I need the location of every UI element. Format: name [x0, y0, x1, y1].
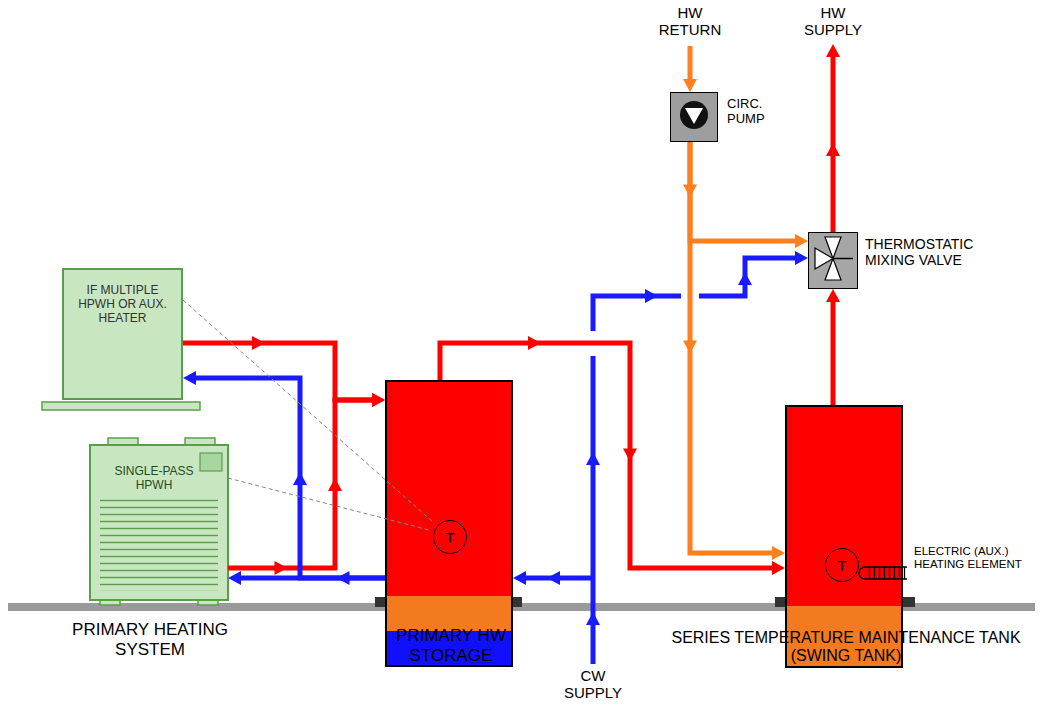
pipe-connector [683, 142, 808, 248]
valve-port [825, 237, 841, 259]
pipe [690, 142, 775, 553]
mixing-valve: THERMOSTATIC MIXING VALVE [808, 232, 858, 289]
arrow-head [372, 393, 385, 407]
pipe-connector [228, 393, 385, 575]
hpwh-fins [100, 497, 218, 591]
arrow-head [795, 234, 808, 248]
arrow-head [228, 571, 241, 585]
element-tip [859, 567, 865, 579]
pipe [193, 378, 385, 578]
swing-tank: SERIES TEMPERATURE MAINTENANCE TANK (SWI… [785, 405, 903, 668]
pipe-connector [683, 142, 785, 560]
pipe-label: HW SUPPLY [793, 4, 873, 39]
arrow-head [183, 371, 196, 385]
arrow-head [772, 546, 785, 560]
flow-arrow [513, 571, 526, 585]
arrow-head [328, 478, 342, 491]
arrow-head [683, 185, 697, 198]
pipe-connector [183, 371, 385, 585]
aux-heater-box: IF MULTIPLE HPWH OR AUX. HEATER [62, 268, 183, 400]
pump-triangle [685, 108, 703, 124]
circulation-pump: CIRC. PUMP [670, 92, 718, 142]
leader-line [228, 478, 429, 530]
arrow-head [623, 449, 637, 462]
flow-arrow [586, 612, 600, 625]
leader-line [183, 300, 434, 523]
hpwh-panel [200, 453, 222, 471]
element-rod [865, 578, 907, 579]
node-text: T [837, 558, 846, 573]
node-text: IF MULTIPLE HPWH OR AUX. HEATER [72, 284, 173, 325]
pipe-connector [826, 289, 840, 405]
cold-water-pipe [523, 258, 798, 664]
component-label: ELECTRIC (AUX.) HEATING ELEMENT [914, 545, 1036, 571]
flow-arrow [683, 79, 697, 92]
arrow-head [683, 341, 697, 354]
pipe [831, 299, 836, 405]
node-caption: PRIMARY HW STORAGE [371, 626, 531, 665]
node-caption: SERIES TEMPERATURE MAINTENANCE TANK (SWI… [659, 629, 1033, 666]
pipe [690, 142, 798, 241]
flow-arrow [547, 571, 560, 585]
hpwh-body [90, 445, 228, 600]
arrow-head [275, 561, 288, 575]
node-caption: CIRC. PUMP [727, 97, 777, 127]
pipe [183, 343, 375, 400]
flow-arrow [826, 44, 840, 57]
pipe-label: CW SUPPLY [553, 667, 633, 702]
arrow-head [252, 336, 265, 350]
hw-return-pipe [688, 46, 693, 82]
heater-base-plate [42, 402, 200, 410]
storage-tank: PRIMARY HW STORAGET [385, 380, 513, 667]
flow-arrow [738, 272, 752, 285]
pipe-label: HW RETURN [650, 4, 730, 39]
temperature-sensor: T [433, 520, 467, 554]
pump-impeller [680, 101, 708, 129]
flow-arrow [586, 452, 600, 465]
flow-arrow [645, 289, 658, 303]
heat-pump-unit: SINGLE-PASS HPWH [90, 445, 228, 600]
node-text: SINGLE-PASS HPWH [102, 465, 206, 493]
pump-symbol [671, 93, 719, 139]
arrow-head [337, 571, 350, 585]
arrow-head [372, 393, 385, 407]
arrow-head [772, 561, 785, 575]
temperature-sensor: T [825, 548, 859, 582]
node-text: T [445, 530, 454, 545]
element-coil [865, 567, 907, 579]
flow-arrow [795, 251, 808, 265]
pipe-connector [183, 336, 385, 407]
node-caption: THERMOSTATIC MIXING VALVE [865, 236, 983, 268]
arrow-head [293, 472, 307, 485]
valve-port [825, 259, 841, 281]
arrow-head [528, 336, 541, 350]
valve-symbol [809, 233, 859, 286]
element-rod [865, 566, 907, 567]
flow-arrow [826, 143, 840, 156]
arrow-head [826, 289, 840, 302]
system-label: PRIMARY HEATING SYSTEM [50, 620, 250, 659]
valve-stem [833, 258, 853, 260]
